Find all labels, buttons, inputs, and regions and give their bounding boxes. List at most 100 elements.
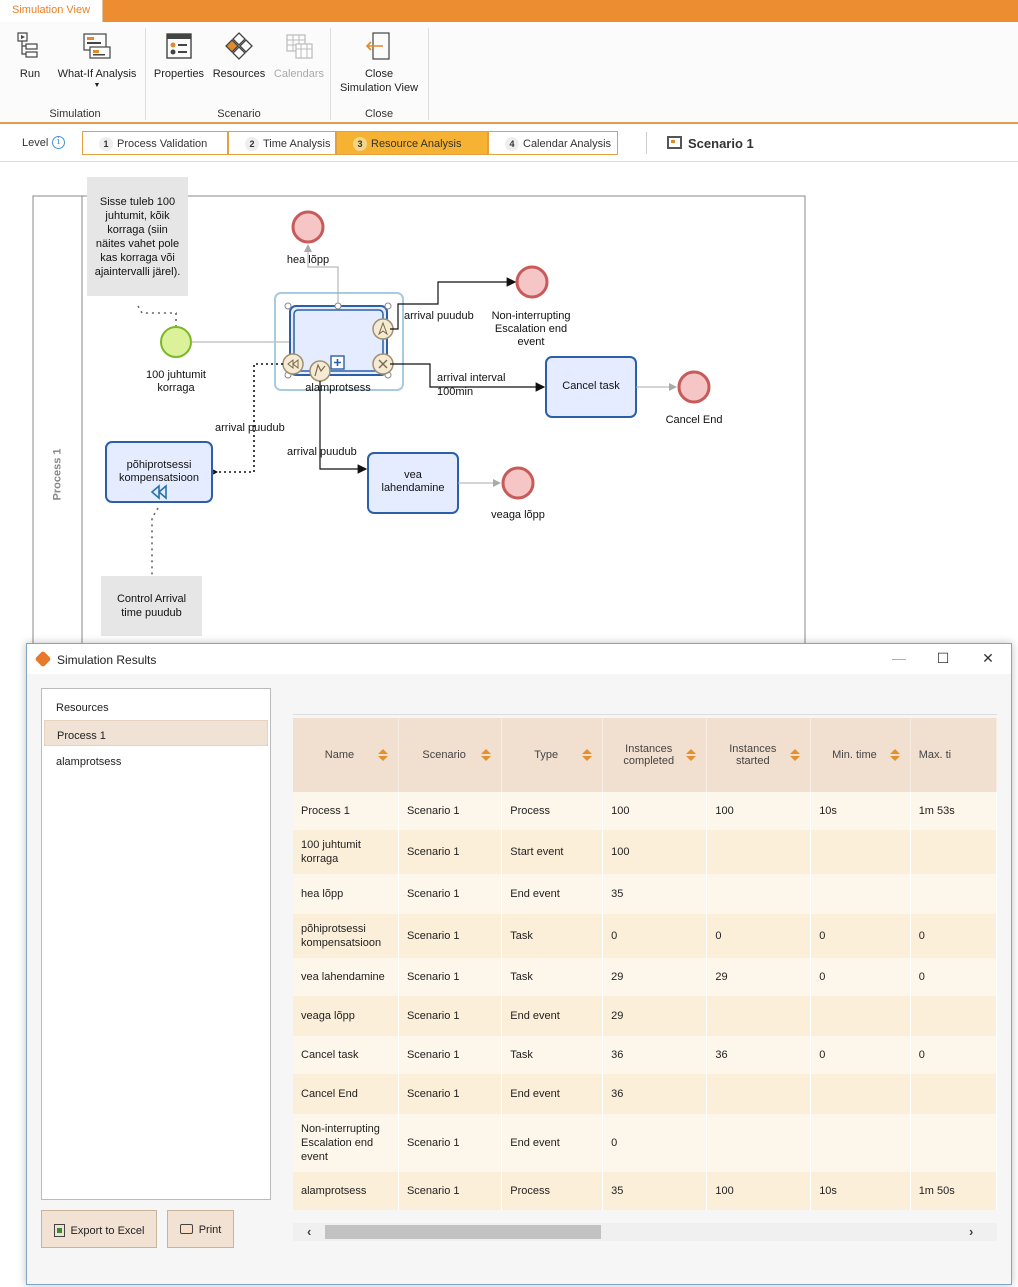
sort-icon[interactable] <box>377 749 388 761</box>
table-row[interactable]: veaga lõpp Scenario 1 End event 29 <box>293 996 997 1036</box>
arrival-label: arrival puudub <box>215 422 285 434</box>
sort-icon[interactable] <box>686 749 697 761</box>
diagram-canvas[interactable]: Process 1 Sisse tuleb 100 juhtumit, kõik… <box>0 163 1018 643</box>
table-row[interactable]: alamprotsess Scenario 1 Process 35 100 1… <box>293 1172 997 1210</box>
start-event[interactable] <box>160 326 192 358</box>
scroll-right-icon[interactable]: › <box>969 1224 974 1239</box>
step-number: 4 <box>505 137 519 151</box>
column-label: Type <box>534 749 559 761</box>
note-line: Control Arrival <box>116 593 187 605</box>
results-table-viewport[interactable]: Name Scenario Type Instances completed I… <box>293 712 997 1232</box>
column-label: Instances completed <box>623 743 675 767</box>
table-row[interactable]: Non-interrupting Escalation end event Sc… <box>293 1114 997 1172</box>
text-annotation-bottom[interactable]: Control Arrival time puudub <box>101 576 202 636</box>
column-header-max-time[interactable]: Max. ti <box>910 718 997 792</box>
cell-instances-started <box>706 1114 812 1172</box>
results-tree: Resources Process 1 alamprotsess <box>41 688 271 1200</box>
veaga-lopp-label: veaga lõpp <box>491 509 545 521</box>
task-pohiprotsessi-kompensatsioon[interactable] <box>105 441 213 503</box>
text-annotation-top[interactable]: Sisse tuleb 100 juhtumit, kõik korraga (… <box>87 177 188 296</box>
cell-type: End event <box>501 874 604 914</box>
table-row[interactable]: hea lõpp Scenario 1 End event 35 <box>293 874 997 914</box>
tree-item-alamprotsess[interactable]: alamprotsess <box>56 756 122 768</box>
print-button[interactable]: Print <box>167 1210 234 1248</box>
properties-button[interactable]: Properties <box>150 30 208 80</box>
error-boundary-icon[interactable] <box>309 360 331 382</box>
group-scenario-label: Scenario <box>217 108 261 120</box>
close-icon[interactable]: ✕ <box>982 650 994 666</box>
column-header-min-time[interactable]: Min. time <box>810 718 911 792</box>
non-interrupting-label: Non-interrupting Escalation end event <box>476 310 586 349</box>
sort-icon[interactable] <box>582 749 593 761</box>
run-button[interactable]: Run <box>10 30 50 80</box>
simulation-results-dialog: Simulation Results — ☐ ✕ Resources Proce… <box>26 643 1012 1285</box>
cell-instances-completed: 29 <box>602 958 708 996</box>
cell-type: Task <box>501 914 604 958</box>
cancel-task-label: Cancel task <box>562 380 620 392</box>
column-header-instances-completed[interactable]: Instances completed <box>602 718 708 792</box>
table-row[interactable]: Cancel End Scenario 1 End event 36 <box>293 1074 997 1114</box>
cell-max-time <box>910 830 997 874</box>
dropdown-arrow-icon[interactable]: ▼ <box>93 82 101 89</box>
note-line: juhtumit, kõik <box>105 210 170 222</box>
info-icon[interactable]: i <box>52 136 65 149</box>
scrollbar-thumb[interactable] <box>325 1225 601 1239</box>
vea-task-label: vea lahendamine <box>368 469 458 495</box>
cell-instances-completed: 0 <box>602 914 708 958</box>
export-to-excel-button[interactable]: Export to Excel <box>41 1210 157 1248</box>
properties-label: Properties <box>153 68 205 80</box>
table-row[interactable]: Cancel task Scenario 1 Task 36 36 0 0 <box>293 1036 997 1074</box>
what-if-icon <box>81 30 113 62</box>
cell-instances-completed: 29 <box>602 996 708 1036</box>
table-row[interactable]: põhiprotsessi kompensatsioon Scenario 1 … <box>293 914 997 958</box>
table-row[interactable]: Process 1 Scenario 1 Process 100 100 10s… <box>293 792 997 830</box>
calendars-button[interactable]: Calendars <box>270 30 328 80</box>
horizontal-scrollbar[interactable]: ‹ › <box>293 1223 997 1241</box>
cell-instances-completed: 0 <box>602 1114 708 1172</box>
simulation-view-tab[interactable]: Simulation View <box>0 0 104 22</box>
divider <box>293 714 997 715</box>
step-label: Time Analysis <box>263 138 331 150</box>
end-event-veaga-lopp[interactable] <box>501 466 535 500</box>
results-table: Name Scenario Type Instances completed I… <box>293 718 997 1210</box>
cell-instances-started: 100 <box>706 792 812 830</box>
label-line: vea <box>404 469 422 481</box>
cell-name: 100 juhtumit korraga <box>293 830 399 874</box>
what-if-analysis-button[interactable]: What-If Analysis ▼ <box>55 30 139 89</box>
tree-item-process-1[interactable]: Process 1 <box>44 720 268 746</box>
step-label: Process Validation <box>117 138 208 150</box>
end-event-cancel-end[interactable] <box>677 370 711 404</box>
sort-icon[interactable] <box>889 749 900 761</box>
tree-item-resources[interactable]: Resources <box>56 702 109 714</box>
sort-icon[interactable] <box>481 749 492 761</box>
minimize-icon[interactable]: — <box>892 650 906 666</box>
cell-name: hea lõpp <box>293 874 399 914</box>
resources-button[interactable]: Resources <box>210 30 268 80</box>
column-header-instances-started[interactable]: Instances started <box>706 718 812 792</box>
scroll-left-icon[interactable]: ‹ <box>307 1224 312 1239</box>
maximize-icon[interactable]: ☐ <box>936 650 950 666</box>
sort-icon[interactable] <box>790 749 801 761</box>
calendars-label: Calendars <box>273 68 325 80</box>
dialog-title-bar[interactable]: Simulation Results — ☐ ✕ <box>27 644 1011 674</box>
column-label: Max. ti <box>918 749 952 761</box>
column-header-scenario[interactable]: Scenario <box>398 718 503 792</box>
cell-instances-started <box>706 1074 812 1114</box>
end-event-non-interrupting[interactable] <box>515 265 549 299</box>
cancel-end-label: Cancel End <box>665 414 723 426</box>
table-row[interactable]: 100 juhtumit korraga Scenario 1 Start ev… <box>293 830 997 874</box>
cell-min-time: 0 <box>810 914 911 958</box>
note-line: Sisse tuleb 100 <box>99 196 176 208</box>
close-simulation-view-button[interactable]: Close Simulation View <box>334 30 424 94</box>
column-header-type[interactable]: Type <box>501 718 604 792</box>
table-row[interactable]: vea lahendamine Scenario 1 Task 29 29 0 … <box>293 958 997 996</box>
cell-scenario: Scenario 1 <box>398 1114 503 1172</box>
end-event-hea-lopp[interactable] <box>291 210 325 244</box>
column-label: Name <box>324 749 355 761</box>
group-simulation-label: Simulation <box>49 108 101 120</box>
column-header-name[interactable]: Name <box>293 718 399 792</box>
